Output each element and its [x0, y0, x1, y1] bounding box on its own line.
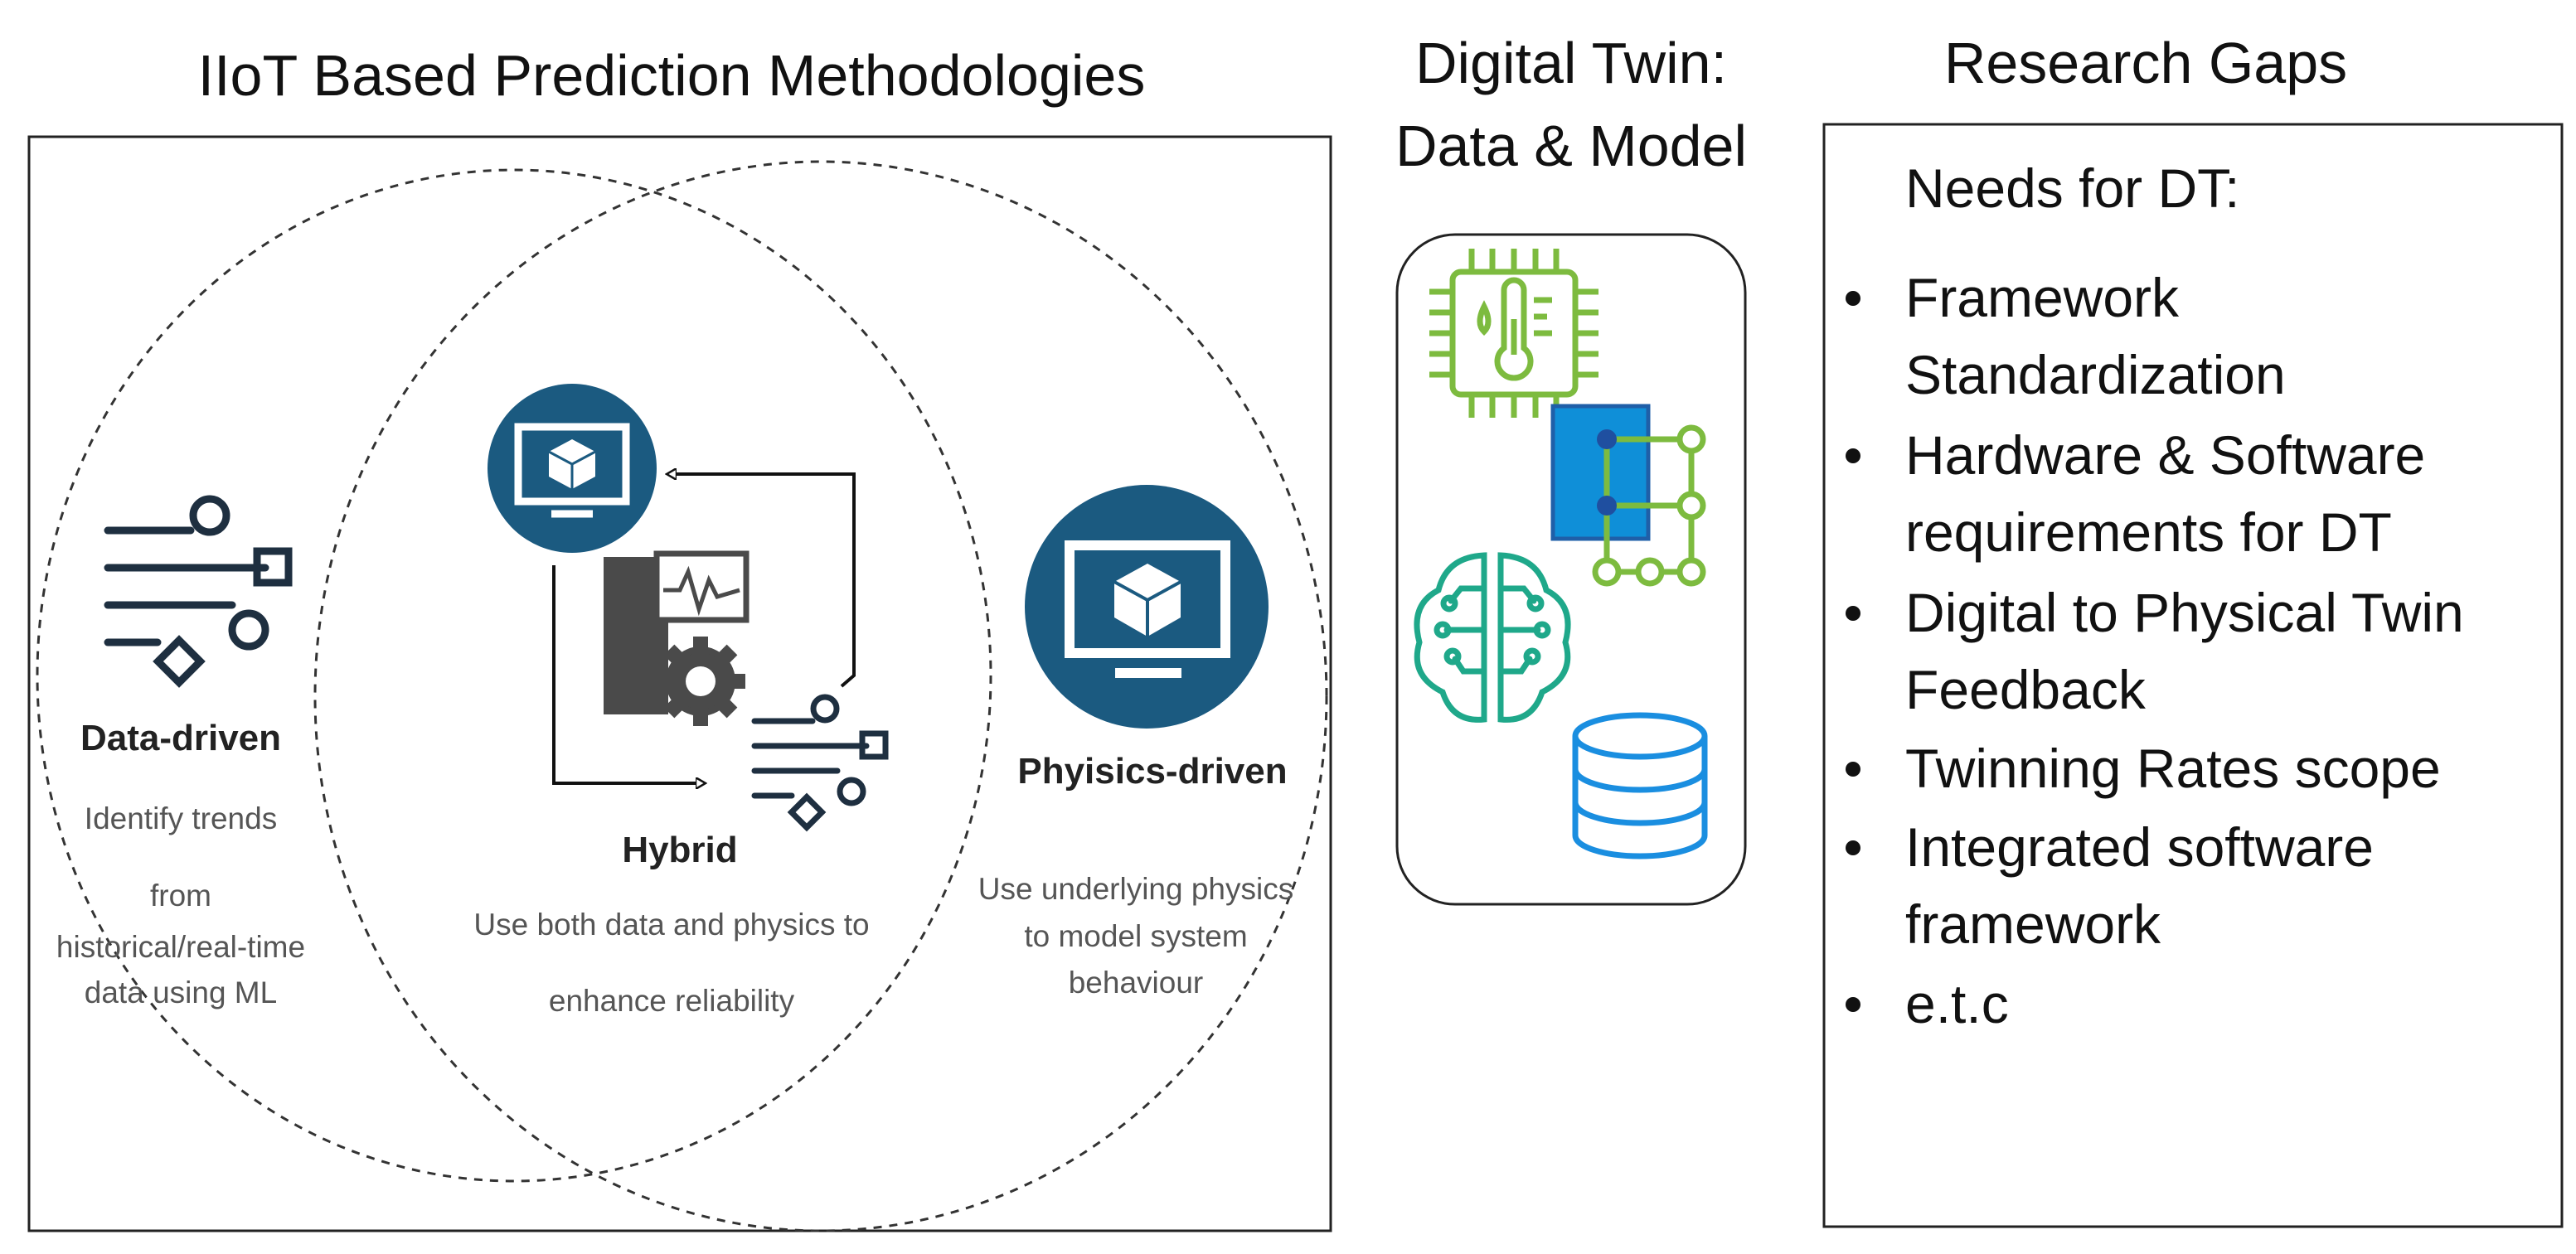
data-driven-label: Data-driven — [80, 718, 281, 758]
digital-twin-box — [1395, 233, 1747, 906]
physics-driven-label: Phyisics-driven — [1017, 751, 1287, 792]
gap-item-twinning-rates: Twinning Rates scope — [1846, 738, 2441, 799]
hybrid-desc-line2: enhance reliability — [549, 984, 795, 1018]
gap-item-line: Standardization — [1905, 344, 2286, 405]
digital-twin-title-line2: Data & Model — [1395, 114, 1747, 178]
bullet-point — [1846, 448, 1860, 463]
methodologies-title: IIoT Based Prediction Methodologies — [198, 43, 1146, 108]
digital-twin-section: Digital Twin: Data & Model — [1395, 31, 1747, 906]
ai-brain-icon — [1414, 552, 1571, 723]
database-icon — [1572, 712, 1708, 859]
bullet-point — [1846, 997, 1860, 1012]
methodologies-section: IIoT Based Prediction Methodologies Data… — [27, 43, 1332, 1232]
gap-item-framework: Framework Standardization — [1846, 267, 2286, 405]
hybrid-monitor-icon — [488, 384, 657, 553]
gap-item-line: requirements for DT — [1905, 501, 2392, 563]
hybrid-circuit-icon — [751, 694, 889, 832]
data-driven-icon — [104, 495, 293, 688]
bullet-point — [1846, 762, 1860, 777]
digital-twin-title-line1: Digital Twin: — [1415, 31, 1727, 95]
bullet-point — [1846, 840, 1860, 855]
server-gear-icon — [604, 550, 750, 726]
hybrid-label: Hybrid — [622, 830, 737, 870]
research-gaps-section: Research Gaps Needs for DT: Framework St… — [1822, 31, 2564, 1228]
feedback-arrow-up — [667, 474, 856, 688]
bullet-point — [1846, 291, 1860, 306]
gap-item-integrated-software: Integrated software framework — [1846, 816, 2374, 955]
gap-item-line: Hardware & Software — [1905, 424, 2425, 486]
data-network-icon — [1550, 404, 1706, 587]
physics-monitor-icon — [1025, 485, 1269, 729]
gap-item-feedback: Digital to Physical Twin Feedback — [1846, 582, 2464, 720]
physics-driven-desc-line3: behaviour — [1069, 966, 1204, 1000]
physics-driven-desc-line1: Use underlying physics — [978, 872, 1293, 906]
gap-item-line: Twinning Rates scope — [1905, 738, 2441, 799]
gap-item-hardware-software: Hardware & Software requirements for DT — [1846, 424, 2425, 563]
gap-item-line: Integrated software — [1905, 816, 2374, 878]
gap-item-line: e.t.c — [1905, 973, 2009, 1034]
feedback-arrow-down — [552, 565, 705, 783]
data-driven-circle — [36, 168, 992, 1183]
sensor-chip-icon — [1429, 249, 1598, 418]
gap-item-line: Feedback — [1905, 659, 2147, 720]
gap-item-line: framework — [1905, 893, 2161, 955]
data-driven-desc-line3: historical/real-time — [56, 930, 305, 964]
hybrid-desc-line1: Use both data and physics to — [473, 908, 869, 942]
gap-item-line: Framework — [1905, 267, 2180, 328]
gap-item-line: Digital to Physical Twin — [1905, 582, 2464, 643]
data-driven-desc-line2: from — [150, 879, 211, 913]
data-driven-desc-line1: Identify trends — [85, 801, 277, 835]
data-driven-desc-line4: data using ML — [85, 976, 277, 1009]
physics-driven-desc-line2: to model system — [1024, 919, 1247, 953]
bullet-point — [1846, 606, 1860, 621]
methodologies-box — [27, 135, 1332, 1232]
gap-item-etc: e.t.c — [1846, 973, 2009, 1034]
research-gaps-title: Research Gaps — [1944, 31, 2347, 95]
research-gaps-heading: Needs for DT: — [1905, 157, 2239, 219]
research-gaps-box — [1822, 123, 2564, 1228]
physics-driven-circle — [313, 160, 1328, 1232]
